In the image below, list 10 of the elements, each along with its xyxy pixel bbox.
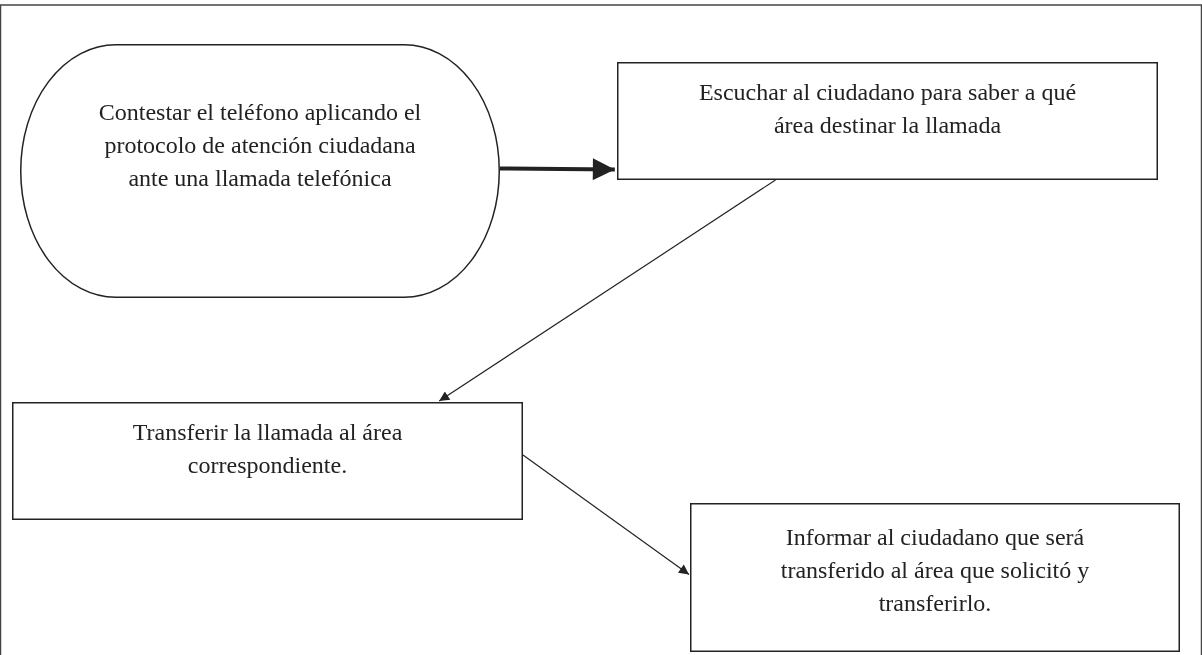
node-text: Escuchar al ciudadano para saber a qué área destinar la llamada <box>697 78 1078 140</box>
process-box <box>617 62 1158 180</box>
arrow <box>500 158 615 181</box>
node-text: Transferir la llamada al área correspondiente. <box>131 418 404 480</box>
process-box <box>12 402 523 520</box>
node-text: Contestar el teléfono aplicando el protocolo de atención ciudadana ante una llamada telefónica <box>97 98 423 193</box>
process-box <box>690 503 1180 652</box>
arrow <box>438 179 777 402</box>
node-text: Informar al ciudadano que será transferido al área que solicitó y transferirlo. <box>779 523 1091 618</box>
arrow <box>522 454 690 576</box>
